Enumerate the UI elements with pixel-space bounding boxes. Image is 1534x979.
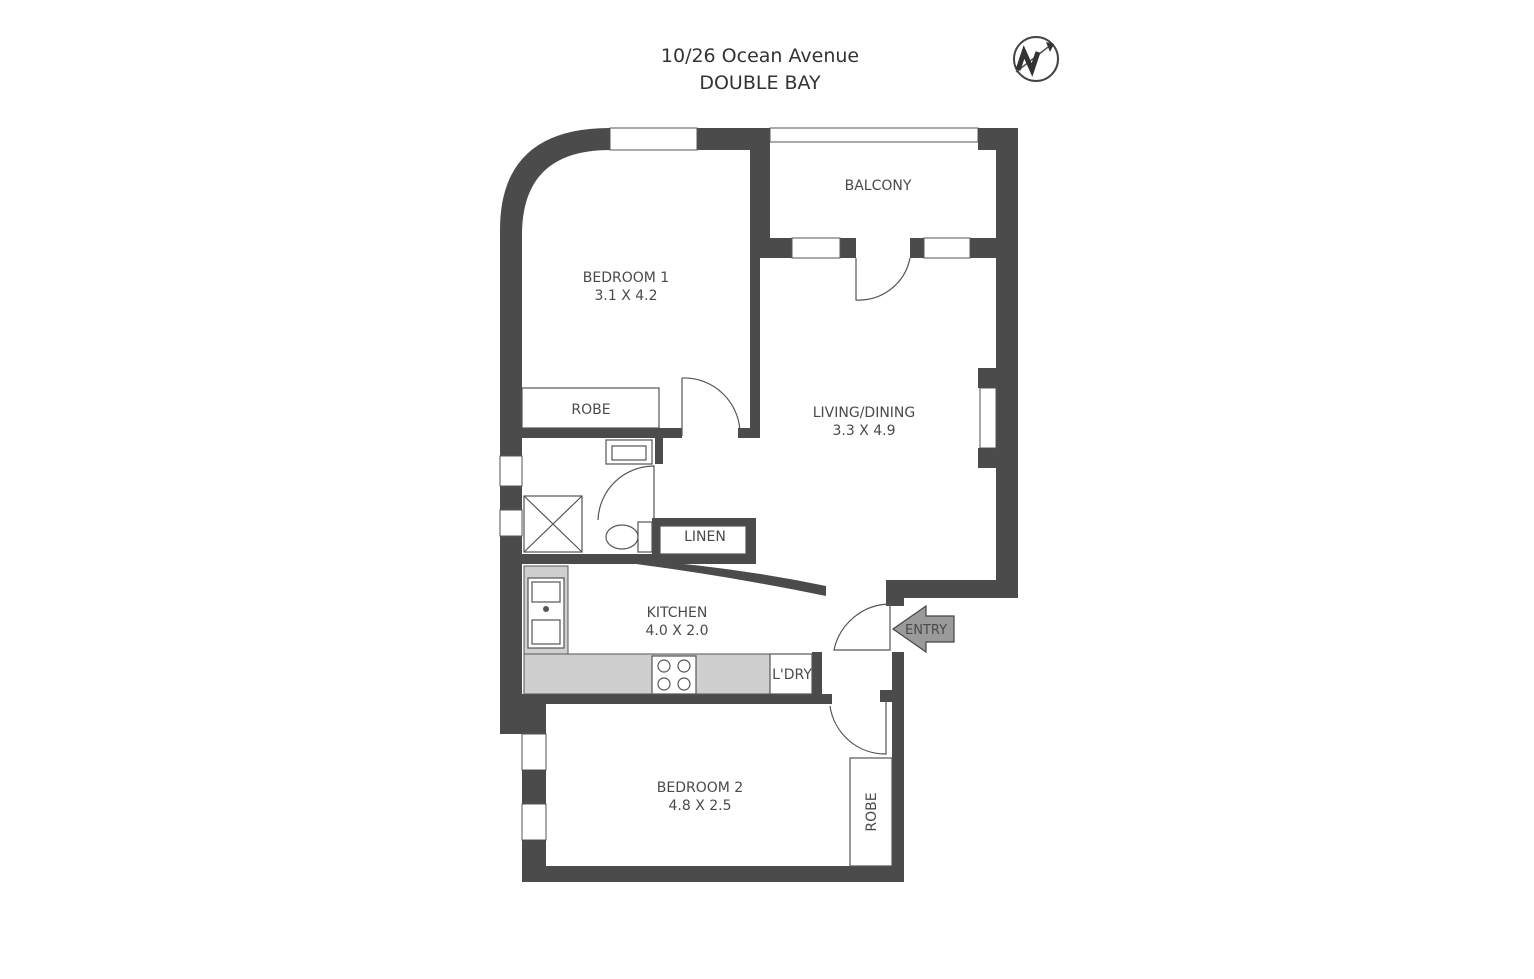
bathroom-basin (605, 439, 653, 465)
window (923, 237, 971, 259)
living-dims: 3.3 X 4.9 (832, 423, 895, 439)
bedroom2-label: BEDROOM 2 (657, 780, 743, 796)
robe2-label: ROBE (864, 792, 880, 831)
door-swing (855, 257, 911, 301)
suburb-title: DOUBLE BAY (699, 72, 821, 94)
bedroom2-dims: 4.8 X 2.5 (668, 798, 731, 814)
shower (523, 495, 583, 553)
linen-cupboard (659, 525, 747, 555)
balcony-label: BALCONY (845, 178, 912, 194)
cooktop (651, 655, 697, 695)
door-swing (597, 465, 655, 521)
entry-label: ENTRY (905, 623, 947, 638)
robe1-label: ROBE (571, 402, 610, 418)
kitchen-label: KITCHEN (647, 605, 708, 621)
walls (499, 127, 1018, 882)
door-swing (681, 377, 741, 437)
entry-arrow-icon (891, 604, 955, 654)
kitchen-dims: 4.0 X 2.0 (645, 623, 708, 639)
laundry-label: L'DRY (772, 667, 812, 683)
door-swing (833, 603, 891, 651)
bedroom1-dims: 3.1 X 4.2 (594, 288, 657, 304)
living-label: LIVING/DINING (813, 405, 916, 421)
north-arrow-icon (1013, 36, 1059, 82)
kitchen-sink (527, 577, 565, 649)
toilet (605, 521, 653, 553)
window (609, 127, 698, 151)
door-swing (829, 700, 887, 755)
address-title: 10/26 Ocean Avenue (660, 45, 860, 67)
linen-label: LINEN (684, 529, 726, 545)
window (791, 237, 841, 259)
robe-2 (849, 757, 893, 867)
robe-1 (521, 387, 660, 429)
bedroom1-label: BEDROOM 1 (583, 270, 669, 286)
laundry-cupboard (769, 653, 813, 695)
